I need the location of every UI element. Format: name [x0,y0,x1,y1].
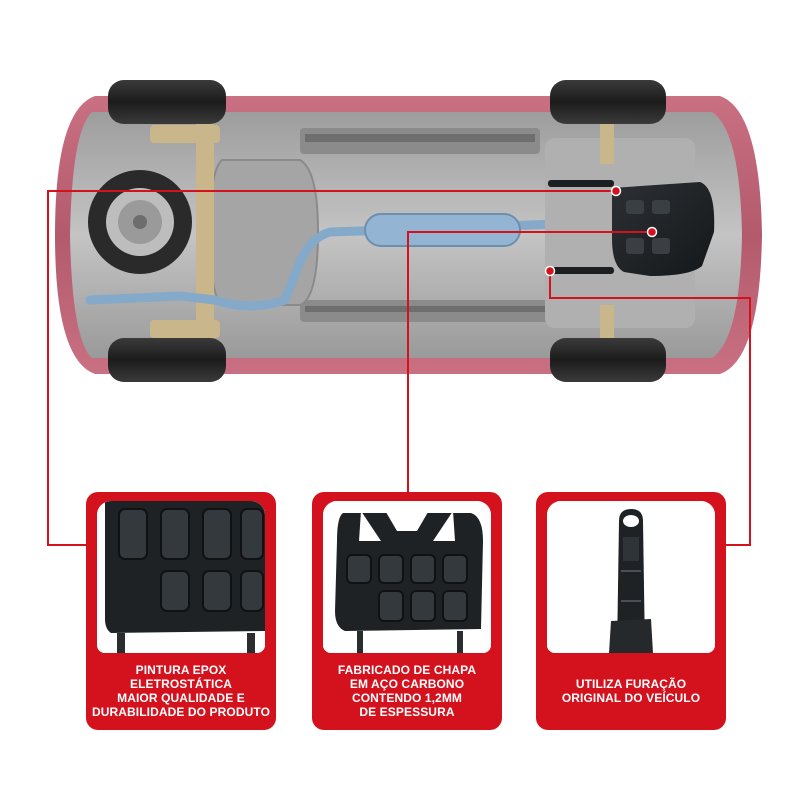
rear-axle [196,118,214,348]
guard-plate-front-icon [323,501,491,653]
callout-dot [610,185,622,197]
feature-card-carbon-steel: FABRICADO DE CHAPA EM AÇO CARBONO CONTEN… [312,492,502,730]
callout-dot [646,226,658,238]
feature-caption: UTILIZA FURAÇÃO ORIGINAL DO VEÍCULO [561,677,701,705]
tire-front-bottom [550,338,666,382]
guard-plate-surface-icon [97,501,265,653]
fuel-tank [208,159,320,306]
callout-line-2 [407,231,652,495]
guard-plate [612,182,715,276]
tire-rear-bottom [108,338,226,382]
muffler [364,213,521,247]
mounting-bar [548,180,614,187]
callout-line-1 [47,190,616,546]
callout-line-3 [549,271,751,546]
feature-card-epoxy-paint: PINTURA EPOX ELETROSTÁTICA MAIOR QUALIDA… [86,492,276,730]
mounting-bar [552,267,614,274]
feature-caption: PINTURA EPOX ELETROSTÁTICA MAIOR QUALIDA… [91,663,271,719]
feature-card-original-holes: UTILIZA FURAÇÃO ORIGINAL DO VEÍCULO [536,492,726,730]
feature-caption: FABRICADO DE CHAPA EM AÇO CARBONO CONTEN… [337,663,477,719]
exhaust-pipe [85,219,565,311]
tire-rear-top [108,80,226,124]
callout-dot [544,265,556,277]
mounting-bar-icon [547,501,715,653]
tire-front-top [550,80,666,124]
